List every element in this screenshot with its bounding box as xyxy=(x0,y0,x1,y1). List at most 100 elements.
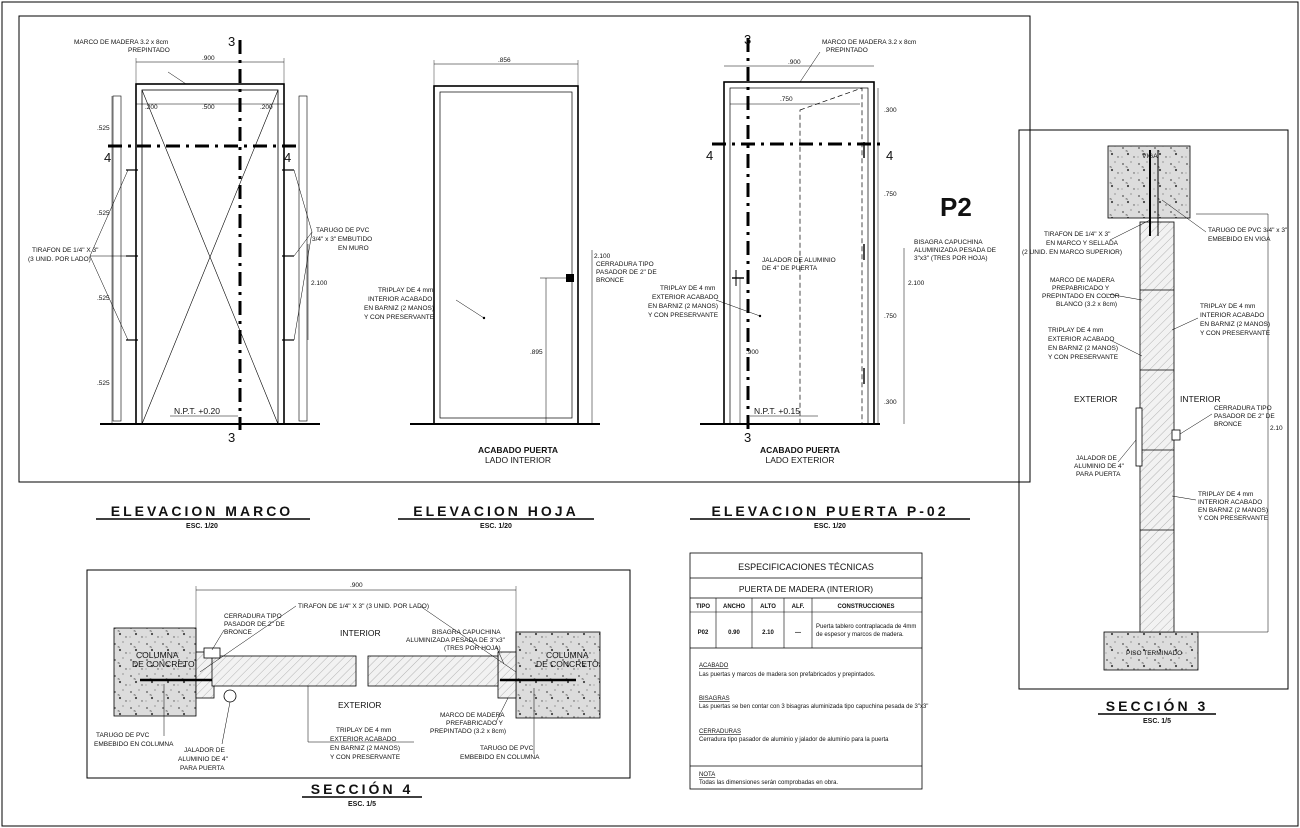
sec4-hinge-3: (TRES POR HOJA) xyxy=(444,645,501,652)
spec-nota-heading: NOTA xyxy=(699,772,715,778)
marco-note-right-2: 3/4" x 3" EMBUTIDO xyxy=(312,236,372,243)
sec3-n4-4: Y CON PRESERVANTE xyxy=(1200,330,1271,337)
marco-dim-height: 2.100 xyxy=(311,280,328,287)
sec4-hinge-2: ALUMINIZADA PESADA DE 3"x3" xyxy=(406,637,506,644)
spec-cerraduras-text: Cerradura tipo pasador de aluminio y jal… xyxy=(699,737,889,743)
sec3-viga: VIGA xyxy=(1142,153,1158,160)
puerta-dim-1: .300 xyxy=(884,107,897,114)
title-elevacion-marco: ELEVACION MARCO xyxy=(111,503,293,519)
spec-nota-text: Todas las dimensiones serán comprobadas … xyxy=(699,780,838,786)
scale-seccion-4: ESC. 1/5 xyxy=(348,801,376,808)
spec-header-tipo: TIPO xyxy=(696,604,710,610)
puerta-note-hinge-3: 3"x3" (TRES POR HOJA) xyxy=(914,255,988,262)
cut-4-left: 4 xyxy=(104,150,111,165)
sec3-n5-3: EN BARNIZ (2 MANOS) xyxy=(1048,345,1118,352)
marco-note-frame-1: MARCO DE MADERA 3.2 x 8cm xyxy=(74,39,168,46)
marco-dim-b: .500 xyxy=(202,104,215,111)
hoja-dim-height: 2.100 xyxy=(594,253,611,260)
sec4-tarugo-left-2: EMBEBIDO EN COLUMNA xyxy=(94,741,174,748)
hoja-caption-1: ACABADO PUERTA xyxy=(478,445,558,455)
sec3-piso: PISO TERMINADO xyxy=(1126,650,1182,657)
sec3-n7-3: PARA PUERTA xyxy=(1076,471,1121,478)
sec4-frame-3: PREPINTADO (3.2 x 8cm) xyxy=(430,728,506,735)
spec-header-ancho: ANCHO xyxy=(723,604,745,610)
title-seccion-3: SECCIÓN 3 xyxy=(1106,697,1208,714)
sec4-col-right-2: DE CONCRETO xyxy=(536,659,599,669)
puerta-caption-1: ACABADO PUERTA xyxy=(760,445,840,455)
hoja-note-lock-1: CERRADURA TIPO xyxy=(596,261,654,268)
puerta-note-ply-1: TRIPLAY DE 4 mm xyxy=(660,285,715,292)
puerta-cut-3-bottom: 3 xyxy=(744,430,751,445)
spec-header-alf: ALF. xyxy=(792,604,805,610)
marco-note-left-2: (3 UNID. POR LADO) xyxy=(28,256,91,263)
sec3-n7-2: ALUMINIO DE 4" xyxy=(1074,463,1125,470)
hoja-note-lock-3: BRONCE xyxy=(596,277,624,284)
hoja-dim-width: .856 xyxy=(498,57,511,64)
puerta-note-frame-2: PREPINTADO xyxy=(826,47,868,54)
puerta-cut-4-left: 4 xyxy=(706,148,713,163)
puerta-dim-4: .300 xyxy=(884,399,897,406)
scale-seccion-3: ESC. 1/5 xyxy=(1143,718,1171,725)
sec4-pull-2: ALUMINIO DE 4" xyxy=(178,756,229,763)
cut-3-bottom: 3 xyxy=(228,430,235,445)
puerta-note-ply-4: Y CON PRESERVANTE xyxy=(648,312,719,319)
hoja-dim-lock-height: .895 xyxy=(530,349,543,356)
marco-note-right-1: TARUGO DE PVC xyxy=(316,227,370,234)
scale-elevacion-hoja: ESC. 1/20 xyxy=(480,523,512,530)
marco-note-right-3: EN MURO xyxy=(338,245,369,252)
cut-3-top: 3 xyxy=(228,34,235,49)
sec3-n4-2: INTERIOR ACABADO xyxy=(1200,312,1264,319)
spec-header-construcciones: CONSTRUCCIONES xyxy=(837,604,894,610)
sec4-lock-3: BRONCE xyxy=(224,629,252,636)
spec-bisagras-heading: BISAGRAS xyxy=(699,696,730,702)
sec3-n4-1: TRIPLAY DE 4 mm xyxy=(1200,303,1255,310)
spec-acabado-text: Las puertas y marcos de madera son prefa… xyxy=(699,672,876,678)
sec3-dim-height: 2.10 xyxy=(1270,425,1283,432)
spec-cerraduras-heading: CERRADURAS xyxy=(699,729,741,735)
spec-title: ESPECIFICACIONES TÉCNICAS xyxy=(738,562,874,572)
elevations-panel: 3 3 4 4 .900 .200 .500 .200 xyxy=(18,15,1031,483)
puerta-dim-3: .750 xyxy=(884,313,897,320)
sec4-ply-1: TRIPLAY DE 4 mm xyxy=(336,727,391,734)
puerta-note-frame-1: MARCO DE MADERA 3.2 x 8cm xyxy=(822,39,916,46)
sec3-n3-1: MARCO DE MADERA xyxy=(1050,277,1115,284)
sec4-tirafon: TIRAFON DE 1/4" X 3" (3 UNID. POR LADO) xyxy=(298,603,429,610)
elevacion-puerta: 3 3 4 4 .900 .750 .300 .750 .750 .300 2.… xyxy=(648,32,997,465)
sec3-n6-3: BRONCE xyxy=(1214,421,1242,428)
spec-desc-2: de espesor y marcos de madera. xyxy=(816,632,904,638)
spec-subtitle: PUERTA DE MADERA (INTERIOR) xyxy=(739,584,873,594)
puerta-dim-width2: .750 xyxy=(780,96,793,103)
elevation-titles: ELEVACION MARCO ESC. 1/20 ELEVACION HOJA… xyxy=(96,503,970,530)
puerta-dim-2: .750 xyxy=(884,191,897,198)
title-elevacion-puerta: ELEVACION PUERTA P-02 xyxy=(712,503,949,519)
scale-elevacion-marco: ESC. 1/20 xyxy=(186,523,218,530)
door-tag: P2 xyxy=(940,192,972,222)
title-seccion-4: SECCIÓN 4 xyxy=(311,780,413,797)
spec-cell-alto: 2.10 xyxy=(762,630,774,636)
sec4-tarugo-right-1: TARUGO DE PVC xyxy=(480,745,534,752)
spec-bisagras-text: Las puertas se ben contar con 3 bisagras… xyxy=(699,704,928,710)
hoja-caption-2: LADO INTERIOR xyxy=(485,455,551,465)
sec3-n1-2: EN MARCO Y SELLADA xyxy=(1046,240,1119,247)
sec3-n5-2: EXTERIOR ACABADO xyxy=(1048,336,1114,343)
puerta-npt: N.P.T. +0.15 xyxy=(754,406,800,416)
sec3-n2-2: EMBEBIDO EN VIGA xyxy=(1208,236,1271,243)
sec4-interior: INTERIOR xyxy=(340,628,381,638)
puerta-note-pull-1: JALADOR DE ALUMINIO xyxy=(762,257,836,264)
marco-dim-v2: .525 xyxy=(97,210,110,217)
sec4-col-left-2: DE CONCRETO xyxy=(132,659,195,669)
sec4-pull-3: PARA PUERTA xyxy=(180,765,225,772)
sec3-n3-3: PREPINTADO EN COLOR xyxy=(1042,293,1120,300)
marco-dim-v4: .525 xyxy=(97,380,110,387)
spec-acabado-heading: ACABADO xyxy=(699,663,729,669)
marco-dim-width: .900 xyxy=(202,55,215,62)
sec4-hinge-1: BISAGRA CAPUCHINA xyxy=(432,629,501,636)
sec4-col-left-1: COLUMNA xyxy=(136,650,179,660)
sec3-n2-1: TARUGO DE PVC 3/4" x 3" xyxy=(1208,227,1288,234)
marco-npt: N.P.T. +0.20 xyxy=(174,406,220,416)
sec4-ply-2: EXTERIOR ACABADO xyxy=(330,736,396,743)
sec4-ply-4: Y CON PRESERVANTE xyxy=(330,754,401,761)
spec-table: ESPECIFICACIONES TÉCNICAS PUERTA DE MADE… xyxy=(689,552,928,790)
sec3-n6-1: CERRADURA TIPO xyxy=(1214,405,1272,412)
